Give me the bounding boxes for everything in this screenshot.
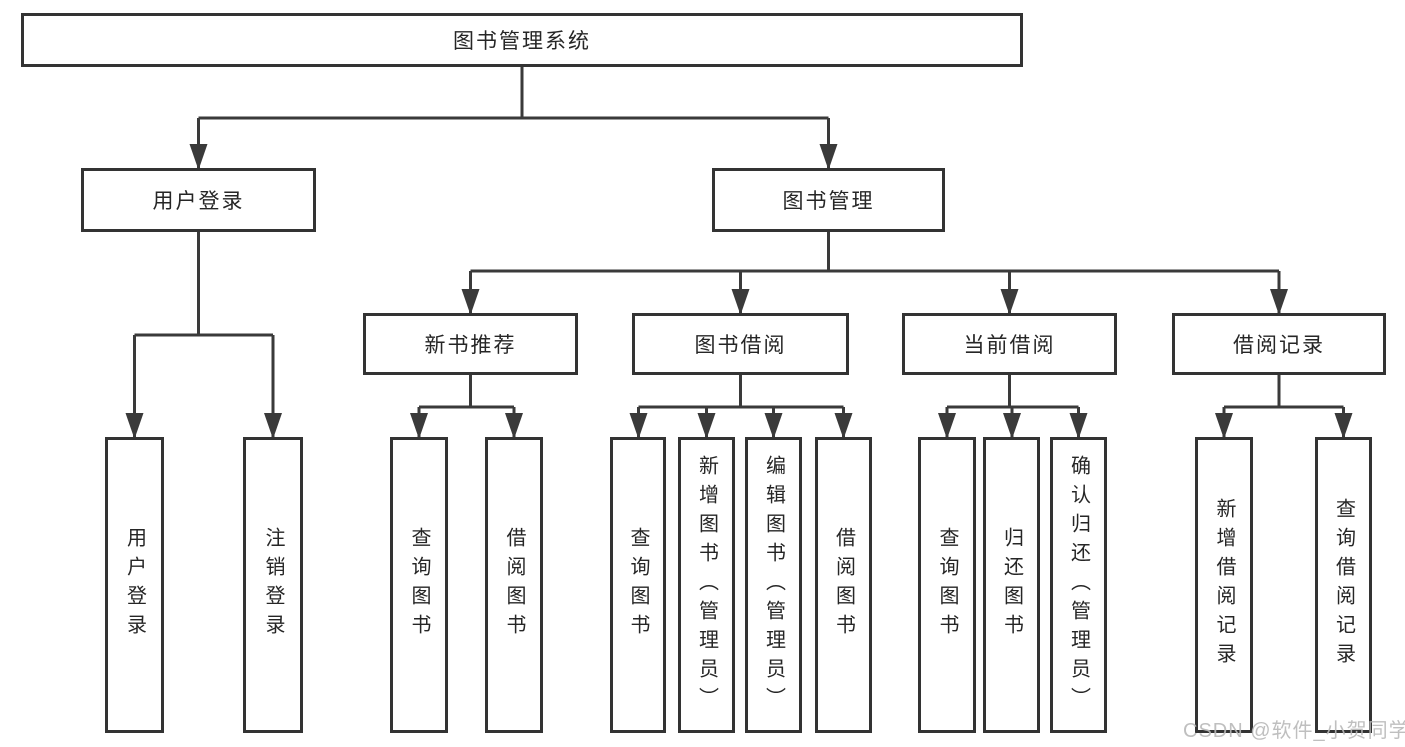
leaf-add-borrow-record: 新增借阅记录 xyxy=(1195,437,1253,733)
node-new-book-recommendation: 新书推荐 xyxy=(363,313,578,375)
leaf-logout-login: 注销登录 xyxy=(243,437,303,733)
leaf-confirm-return-admin: 确认归还（管理员） xyxy=(1050,437,1107,733)
leaf-borrow-books-borrowing: 借阅图书 xyxy=(815,437,872,733)
leaf-add-books-admin: 新增图书（管理员） xyxy=(678,437,735,733)
node-library-management-system: 图书管理系统 xyxy=(21,13,1023,67)
node-current-borrowing: 当前借阅 xyxy=(902,313,1117,375)
leaf-user-login: 用户登录 xyxy=(105,437,164,733)
leaf-query-books-current: 查询图书 xyxy=(918,437,976,733)
node-book-management: 图书管理 xyxy=(712,168,945,232)
leaf-borrow-books-recommend: 借阅图书 xyxy=(485,437,543,733)
leaf-query-borrow-record: 查询借阅记录 xyxy=(1315,437,1372,733)
node-borrowing-records: 借阅记录 xyxy=(1172,313,1386,375)
node-user-login: 用户登录 xyxy=(81,168,316,232)
leaf-edit-books-admin: 编辑图书（管理员） xyxy=(745,437,802,733)
csdn-watermark: CSDN @软件_小贺同学 xyxy=(1183,720,1405,742)
node-book-borrowing: 图书借阅 xyxy=(632,313,849,375)
leaf-return-books: 归还图书 xyxy=(983,437,1040,733)
leaf-query-books-borrowing: 查询图书 xyxy=(610,437,666,733)
leaf-query-books-recommend: 查询图书 xyxy=(390,437,448,733)
